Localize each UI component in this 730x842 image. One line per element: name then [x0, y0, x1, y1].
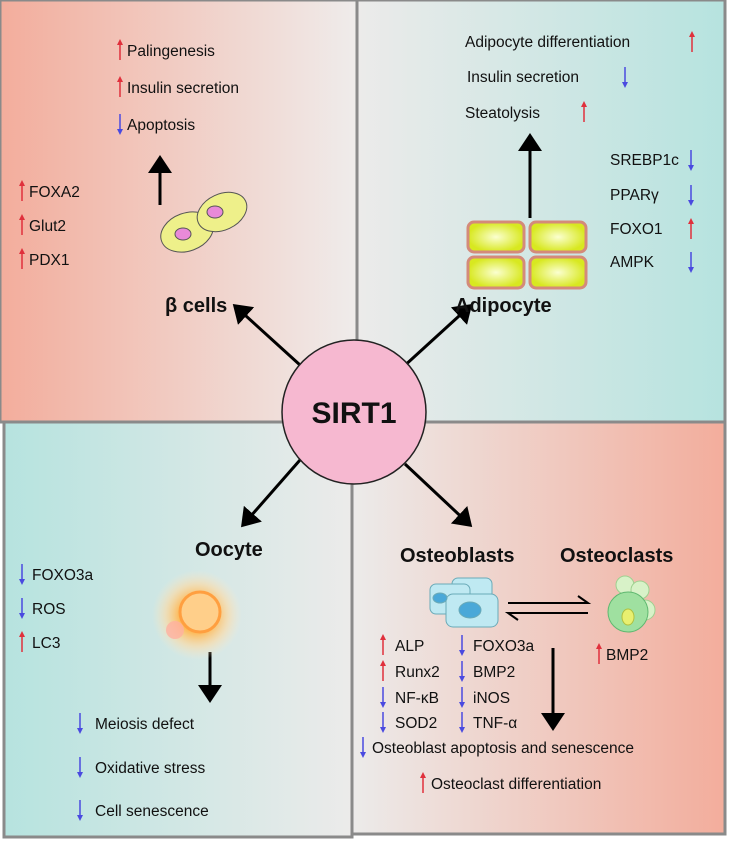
marker-label: Glut2 [29, 218, 66, 235]
marker-label: AMPK [610, 254, 655, 271]
up-arrow-icon [19, 631, 25, 652]
marker-label: LC3 [32, 635, 60, 652]
osteoblast-markers-left: ALP Runx2 NF-κB SOD2 [380, 634, 440, 733]
marker-label: FOXA2 [29, 184, 80, 201]
beta-markers: FOXA2 Glut2 PDX1 [19, 180, 80, 269]
outcome-label: Oxidative stress [95, 760, 206, 777]
up-arrow-icon [420, 772, 426, 793]
oocyte-icon [152, 570, 242, 660]
arrow-to-oocyte [241, 459, 302, 528]
down-arrow-icon [459, 661, 465, 682]
marker-label: NF-κB [395, 690, 439, 707]
sirt1-circle [281, 339, 427, 485]
marker-label: SREBP1c [610, 152, 679, 169]
osteoclast-marker: BMP2 [596, 643, 648, 664]
arrow-to-beta-cells [232, 303, 302, 367]
outcome-label: Palingenesis [127, 43, 215, 60]
marker-label: FOXO3a [473, 638, 535, 655]
up-arrow-icon [117, 76, 123, 97]
down-arrow-icon [688, 252, 694, 273]
adipocyte-markers: SREBP1c PPARγ FOXO1 AMPK [610, 150, 694, 273]
down-arrow-icon [77, 713, 83, 734]
panel-beta-cells [0, 0, 359, 424]
marker-label: ROS [32, 601, 66, 618]
down-arrow-icon [19, 564, 25, 585]
up-arrow-icon [19, 214, 25, 235]
outcome-label: Steatolysis [465, 105, 540, 122]
up-arrow-icon [19, 180, 25, 201]
equilibrium-arrows-icon [504, 595, 592, 621]
down-arrow-icon [117, 114, 123, 135]
marker-label: Runx2 [395, 664, 440, 681]
outcome-label: Apoptosis [127, 117, 195, 134]
outcome-label: Osteoclast differentiation [431, 776, 601, 793]
down-arrow-icon [459, 635, 465, 656]
outcome-label: Insulin secretion [467, 69, 579, 86]
osteoblast-cells-icon [429, 577, 499, 628]
down-arrow-icon [77, 757, 83, 778]
marker-label: TNF-α [473, 715, 517, 732]
down-arrow-icon [459, 712, 465, 733]
down-arrow-icon [688, 150, 694, 171]
marker-label: PDX1 [29, 252, 70, 269]
marker-label: iNOS [473, 690, 510, 707]
marker-label: SOD2 [395, 715, 437, 732]
adipocyte-cells-icon [466, 220, 588, 290]
osteoclasts-title: Osteoclasts [560, 545, 673, 567]
down-arrow-icon [622, 67, 628, 88]
marker-label: FOXO1 [610, 221, 663, 238]
up-arrow-icon [117, 39, 123, 60]
beta-cells-title: β cells [165, 295, 227, 317]
sirt1-label: SIRT1 [311, 397, 396, 430]
panel-bone [350, 420, 727, 836]
outcome-label: Meiosis defect [95, 716, 195, 733]
up-arrow-icon [596, 643, 602, 664]
up-arrow-icon [380, 634, 386, 655]
beta-cells-icon [160, 191, 248, 253]
up-arrow-icon [688, 218, 694, 239]
oocyte-title: Oocyte [195, 539, 263, 561]
down-arrow-icon [380, 712, 386, 733]
outcome-label: Osteoblast apoptosis and senescence [372, 740, 634, 757]
oocyte-outcomes: Meiosis defect Oxidative stress Cell sen… [77, 713, 209, 821]
up-arrow-icon [689, 31, 695, 52]
arrow-to-adipocyte [400, 303, 473, 370]
marker-label: FOXO3a [32, 567, 94, 584]
down-arrow-icon [459, 687, 465, 708]
arrow-to-osteoblasts [403, 462, 473, 528]
osteoblasts-title: Osteoblasts [400, 545, 514, 567]
up-arrow-icon [380, 660, 386, 681]
osteoblast-markers-right: FOXO3a BMP2 iNOS TNF-α [459, 635, 535, 733]
outcome-label: Insulin secretion [127, 80, 239, 97]
adipocyte-outcomes: Adipocyte differentiation Insulin secret… [465, 31, 695, 122]
pathway-arrows [148, 133, 565, 731]
oocyte-markers: FOXO3a ROS LC3 [19, 564, 94, 652]
up-arrow-icon [19, 248, 25, 269]
down-arrow-icon [380, 687, 386, 708]
down-arrow-icon [19, 598, 25, 619]
outcome-label: Adipocyte differentiation [465, 34, 630, 51]
adipocyte-title: Adipocyte [455, 295, 552, 317]
marker-label: BMP2 [473, 664, 515, 681]
down-arrow-icon [77, 800, 83, 821]
osteoclast-cell-icon [607, 575, 656, 633]
bone-outcomes: Osteoblast apoptosis and senescence Oste… [360, 737, 634, 793]
beta-outcomes: Palingenesis Insulin secretion Apoptosis [117, 39, 239, 135]
down-arrow-icon [688, 185, 694, 206]
down-arrow-icon [360, 737, 366, 758]
marker-label: PPARγ [610, 187, 659, 204]
marker-label: BMP2 [606, 647, 648, 664]
up-arrow-icon [581, 101, 587, 122]
marker-label: ALP [395, 638, 424, 655]
outcome-label: Cell senescence [95, 803, 209, 820]
